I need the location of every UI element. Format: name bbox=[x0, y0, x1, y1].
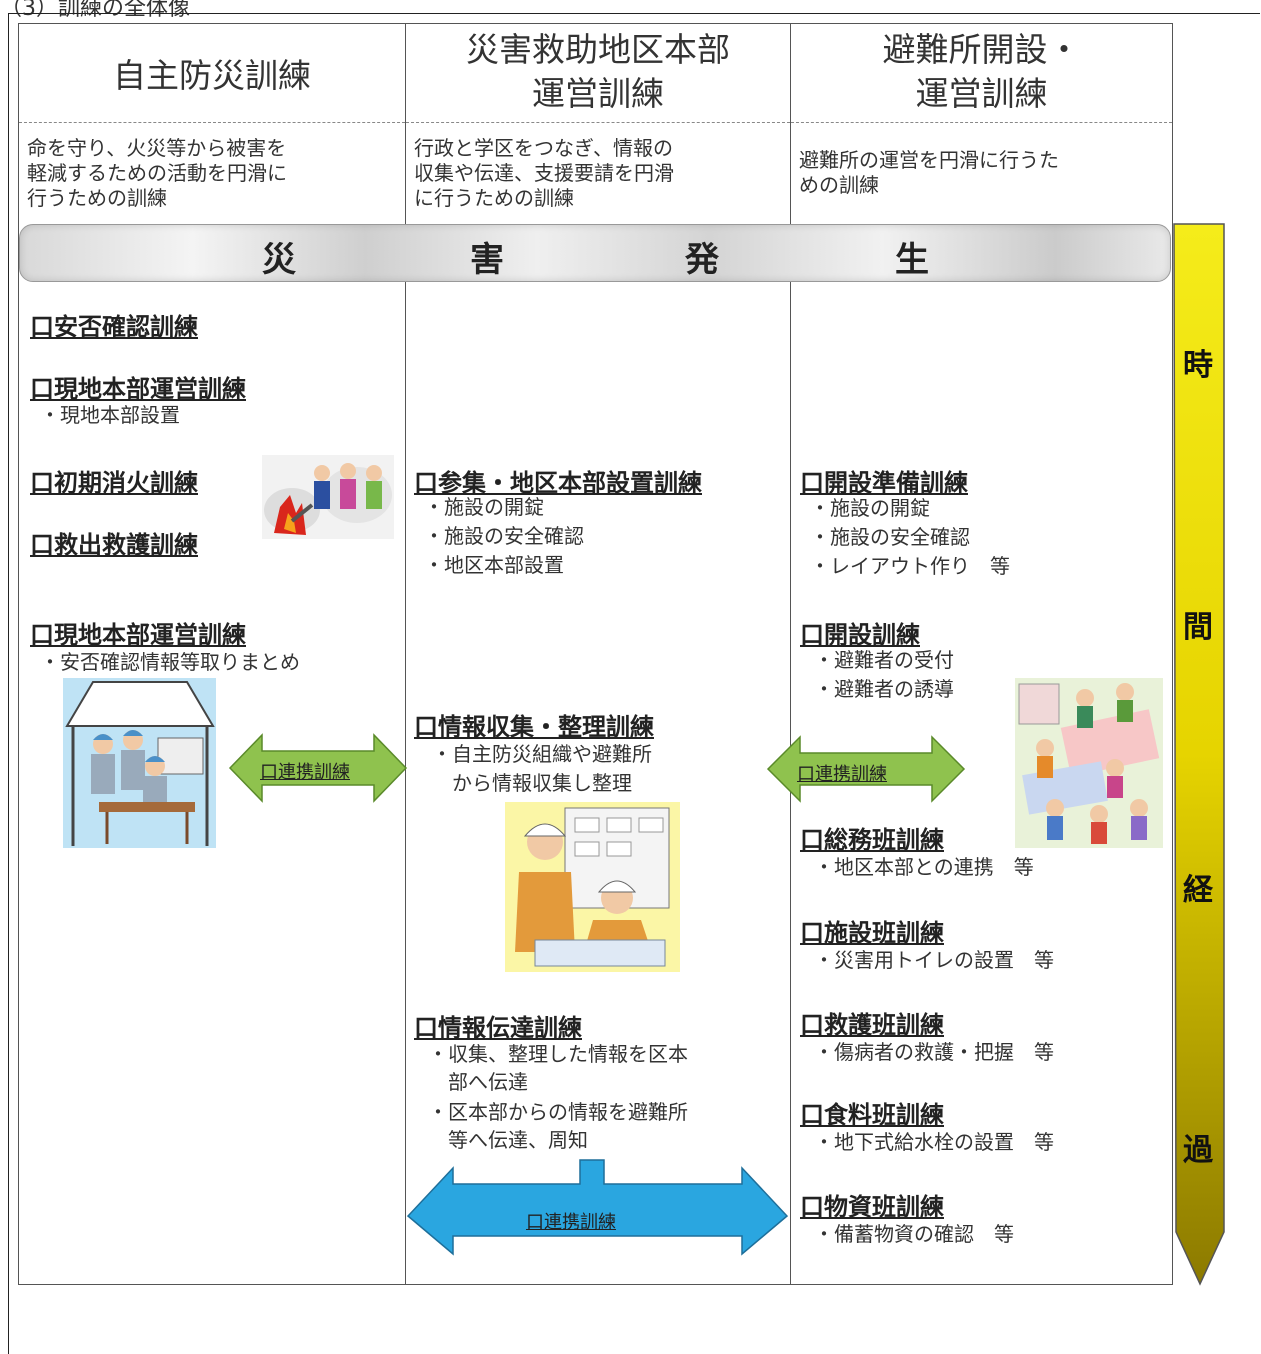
training-item: 口安否確認訓練 bbox=[30, 313, 198, 341]
column-shelter: 避難所開設・ 運営訓練 避難所の運営を円滑に行うた めの訓練 bbox=[790, 23, 1173, 1285]
time-elapsed-bar bbox=[1173, 223, 1225, 1286]
training-bullet: から情報収集し整理 bbox=[432, 771, 632, 795]
title-line: 運営訓練 bbox=[915, 74, 1048, 113]
disaster-occurrence-band bbox=[19, 224, 1171, 282]
link-training-label: 口連携訓練 bbox=[526, 1212, 616, 1233]
column-description: 避難所の運営を円滑に行うた めの訓練 bbox=[799, 148, 1168, 198]
training-bullet: ・施設の安全確認 bbox=[810, 525, 970, 549]
training-item: 口現地本部運営訓練 bbox=[30, 621, 246, 649]
time-char: 経 bbox=[1183, 873, 1213, 908]
field-hq-illustration bbox=[63, 678, 216, 848]
title-line: 運営訓練 bbox=[532, 74, 664, 113]
time-char: 間 bbox=[1183, 610, 1213, 645]
title-line: 災害救助地区本部 bbox=[466, 30, 730, 69]
training-bullet: 部へ伝達 bbox=[428, 1070, 528, 1094]
outer-frame bbox=[8, 13, 1260, 1354]
divider bbox=[406, 122, 790, 123]
column-title: 自主防災訓練 bbox=[113, 56, 311, 95]
training-bullet: ・施設の開錠 bbox=[424, 495, 544, 519]
training-bullet: 等へ伝達、周知 bbox=[428, 1128, 588, 1152]
training-item: 口施設班訓練 bbox=[800, 919, 944, 947]
training-bullet: ・避難者の受付 bbox=[814, 648, 954, 672]
training-item: 口救護班訓練 bbox=[800, 1011, 944, 1039]
training-item: 口食料班訓練 bbox=[800, 1101, 944, 1129]
training-bullet: ・現地本部設置 bbox=[40, 403, 180, 427]
desc-line: 行政と学区をつなぎ、情報の bbox=[414, 136, 673, 160]
link-training-label: 口連携訓練 bbox=[797, 764, 887, 785]
desc-line: めの訓練 bbox=[799, 173, 879, 197]
desc-line: 収集や伝達、支援要請を円滑 bbox=[414, 161, 674, 185]
training-bullet: ・施設の開錠 bbox=[810, 496, 930, 520]
training-bullet: ・レイアウト作り 等 bbox=[810, 554, 1010, 578]
training-bullet: ・安否確認情報等取りまとめ bbox=[40, 650, 300, 674]
firefighting-illustration bbox=[262, 455, 394, 539]
training-item: 口初期消火訓練 bbox=[30, 469, 198, 497]
band-char: 災 bbox=[262, 240, 296, 280]
link-arrow-right bbox=[766, 735, 966, 803]
link-training-label: 口連携訓練 bbox=[260, 762, 350, 783]
training-bullet: ・地下式給水栓の設置 等 bbox=[814, 1130, 1054, 1154]
desc-line: 避難所の運営を円滑に行うた bbox=[799, 148, 1059, 172]
training-bullet: ・区本部からの情報を避難所 bbox=[428, 1100, 688, 1124]
training-bullet: ・備蓄物資の確認 等 bbox=[814, 1222, 1014, 1246]
desc-line: 軽減するための活動を円滑に bbox=[27, 161, 287, 185]
column-title: 災害救助地区本部 運営訓練 bbox=[406, 28, 790, 116]
training-bullet: ・自主防災組織や避難所 bbox=[432, 742, 652, 766]
link-arrow-left bbox=[228, 733, 408, 803]
desc-line: に行うための訓練 bbox=[414, 186, 574, 210]
training-bullet: ・施設の安全確認 bbox=[424, 524, 584, 548]
training-bullet: ・災害用トイレの設置 等 bbox=[814, 948, 1054, 972]
info-gathering-illustration bbox=[505, 802, 680, 972]
divider bbox=[19, 122, 405, 123]
column-self-defense: 自主防災訓練 命を守り、火災等から被害を 軽減するための活動を円滑に 行うための… bbox=[18, 23, 406, 1285]
page-title: （3）訓練の全体像 bbox=[0, 0, 190, 21]
training-bullet: ・避難者の誘導 bbox=[814, 677, 954, 701]
time-char: 過 bbox=[1183, 1133, 1213, 1168]
training-item: 口救出救護訓練 bbox=[30, 531, 198, 559]
training-item: 口現地本部運営訓練 bbox=[30, 375, 246, 403]
training-item: 口総務班訓練 bbox=[800, 826, 944, 854]
column-description: 命を守り、火災等から被害を 軽減するための活動を円滑に 行うための訓練 bbox=[27, 136, 401, 211]
training-bullet: ・地区本部との連携 等 bbox=[814, 855, 1034, 879]
training-item: 口情報収集・整理訓練 bbox=[414, 713, 654, 741]
training-item: 口開設訓練 bbox=[800, 621, 920, 649]
training-bullet: ・収集、整理した情報を区本 bbox=[428, 1042, 688, 1066]
training-item: 口開設準備訓練 bbox=[800, 469, 968, 497]
band-char: 生 bbox=[895, 240, 929, 280]
column-title: 避難所開設・ 運営訓練 bbox=[791, 28, 1172, 116]
training-item: 口参集・地区本部設置訓練 bbox=[414, 469, 702, 497]
shelter-illustration bbox=[1015, 678, 1163, 848]
time-char: 時 bbox=[1183, 348, 1213, 383]
link-arrow-bottom bbox=[406, 1159, 789, 1256]
divider bbox=[791, 122, 1172, 123]
desc-line: 命を守り、火災等から被害を bbox=[27, 136, 287, 160]
training-item: 口物資班訓練 bbox=[800, 1193, 944, 1221]
column-description: 行政と学区をつなぎ、情報の 収集や伝達、支援要請を円滑 に行うための訓練 bbox=[414, 136, 786, 211]
training-bullet: ・地区本部設置 bbox=[424, 553, 564, 577]
training-item: 口情報伝達訓練 bbox=[414, 1014, 582, 1042]
desc-line: 行うための訓練 bbox=[27, 186, 167, 210]
training-bullet: ・傷病者の救護・把握 等 bbox=[814, 1040, 1054, 1064]
band-char: 害 bbox=[470, 240, 504, 280]
title-line: 避難所開設・ bbox=[882, 30, 1081, 69]
band-char: 発 bbox=[685, 240, 719, 280]
